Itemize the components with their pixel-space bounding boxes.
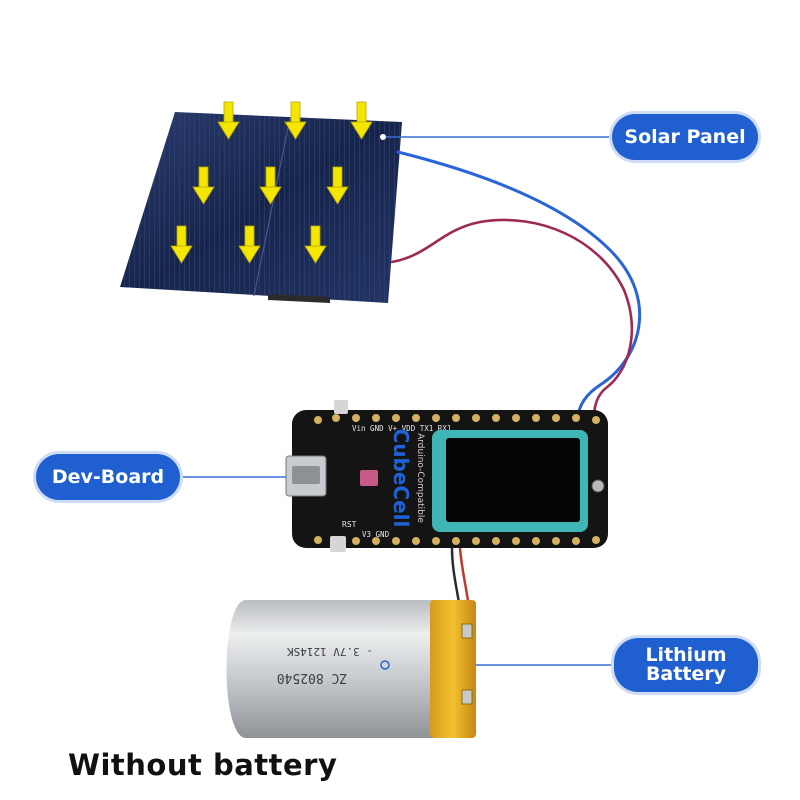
oled-screen: [446, 438, 580, 522]
solar-panel-label: Solar Panel: [612, 114, 758, 160]
sunlight-arrows: [170, 101, 373, 264]
wire-red: [390, 218, 634, 420]
arrow-down-icon: [304, 225, 327, 264]
lithium-battery-label-line1: Lithium: [645, 644, 727, 666]
board-pins-bottom: [314, 536, 600, 545]
usb-port-opening: [292, 466, 320, 484]
solar-panel: [120, 112, 402, 303]
wire-blue: [396, 150, 642, 417]
arrow-down-icon: [217, 101, 240, 140]
dev-board: Vin GND V+ VDD TX1 RX1 RST V3 GND CubeCe…: [285, 400, 608, 552]
arrow-down-icon: [170, 225, 193, 264]
arrow-down-icon: [192, 166, 215, 205]
arrow-down-icon: [284, 101, 307, 140]
battery-print-line2: - 3.7V 1214SK: [287, 645, 373, 658]
solar-panel-label-text: Solar Panel: [624, 126, 746, 148]
board-bottom-label: V3 GND: [362, 530, 390, 539]
dev-board-label: Dev-Board: [36, 454, 180, 500]
user-button: [330, 536, 346, 552]
battery-body: [226, 600, 440, 738]
lithium-battery: ZC 802540 - 3.7V 1214SK: [226, 600, 476, 738]
arrow-down-icon: [238, 225, 261, 264]
board-pin-labels: Vin GND V+ VDD TX1 RX1: [352, 424, 451, 433]
board-pins-top: [314, 414, 600, 424]
battery-tape: [430, 600, 476, 738]
board-subtitle: Arduino-Compatible: [415, 433, 425, 523]
lithium-battery-label-line2: Battery: [645, 663, 727, 685]
rst-button-top: [334, 400, 348, 414]
solar-wires: [390, 150, 642, 420]
solar-panel-pointer-dot: [380, 134, 386, 140]
antenna-connector: [591, 479, 605, 493]
caption: Without battery: [68, 748, 338, 782]
dev-board-label-text: Dev-Board: [51, 466, 165, 488]
battery-pointer-dot: [380, 660, 390, 670]
battery-print-line1: ZC 802540: [277, 670, 347, 685]
board-brand: CubeCell: [389, 429, 413, 528]
rgb-led: [360, 470, 378, 486]
board-rst-label: RST: [342, 520, 357, 529]
arrow-down-icon: [259, 166, 282, 205]
arrow-down-icon: [350, 101, 373, 140]
lithium-battery-label: Lithium Battery: [614, 638, 758, 692]
arrow-down-icon: [326, 166, 349, 205]
